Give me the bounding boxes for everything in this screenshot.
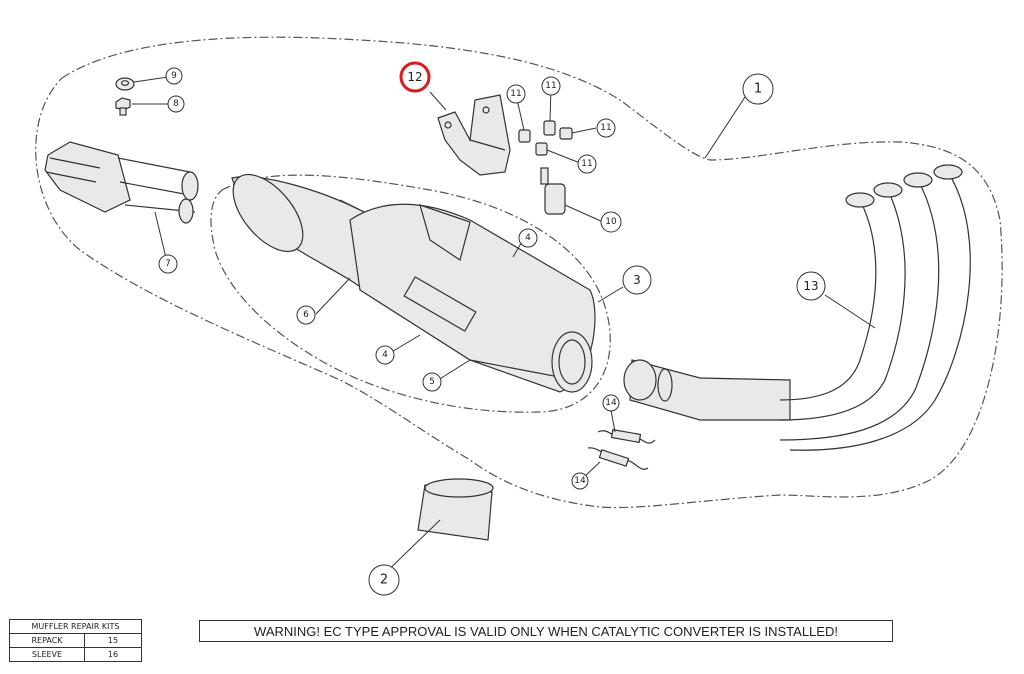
callout-2: 2 [368,564,400,596]
muffler-outline-3 [210,174,611,413]
callout-7: 7 [158,254,178,274]
kit-number: 15 [84,633,142,648]
callout-4-top: 4 [518,228,538,248]
bolt-part-11-b [543,120,556,136]
callout-8: 8 [167,95,185,113]
callout-11-a: 11 [506,84,526,104]
svg-text:8: 8 [173,99,179,109]
svg-text:12: 12 [407,70,422,84]
callout-6: 6 [296,305,316,325]
callout-4-bottom: 4 [375,345,395,365]
callout-11-c: 11 [596,118,616,138]
leader-lines [132,76,876,583]
muffler-repair-kits-table: MUFFLER REPAIR KITS REPACK 15 SLEEVE 16 [9,619,142,662]
bolt-part-11-d [535,142,548,156]
svg-text:13: 13 [803,279,818,293]
callout-5: 5 [422,372,442,392]
svg-text:3: 3 [633,273,641,287]
callout-10: 10 [600,211,622,233]
warning-banner: WARNING! EC TYPE APPROVAL IS VALID ONLY … [199,620,893,642]
bolt-part-11-c [559,127,573,140]
spring-part-14-b [587,447,649,470]
callout-11-d: 11 [577,154,597,174]
callout-13: 13 [796,271,826,301]
svg-text:2: 2 [380,573,388,588]
assembly-outline-1 [35,36,1003,509]
callout-14-bottom: 14 [571,472,589,490]
muffler-body [231,173,596,393]
svg-text:1: 1 [754,82,762,97]
callout-11-b: 11 [541,76,561,96]
kits-table-title-row: MUFFLER REPAIR KITS [9,619,142,634]
svg-text:9: 9 [171,71,177,81]
svg-text:4: 4 [525,233,531,243]
kit-name: REPACK [9,633,85,648]
kit-name: SLEEVE [9,647,85,662]
callout-1: 1 [742,73,774,105]
callout-12-highlighted: 12 [399,61,431,93]
svg-text:11: 11 [600,123,611,133]
kit-number: 16 [84,647,142,662]
svg-text:7: 7 [165,259,171,269]
svg-text:10: 10 [605,217,617,227]
kits-table-row: SLEEVE 16 [9,647,142,662]
link-pipe [623,359,791,421]
warning-text: WARNING! EC TYPE APPROVAL IS VALID ONLY … [254,623,838,639]
spring-part-14-a [597,428,656,444]
header-pipes-part-13 [779,164,971,451]
end-cap-part-7 [44,141,199,224]
kits-table-title: MUFFLER REPAIR KITS [9,619,142,634]
brand-logo-plate [403,276,477,332]
svg-text:6: 6 [303,310,309,320]
kits-table-row: REPACK 15 [9,633,142,648]
callout-14-top: 14 [602,394,620,412]
callout-9: 9 [165,67,183,85]
svg-text:4: 4 [382,350,388,360]
rivet-part-10 [540,167,566,215]
svg-text:14: 14 [605,398,617,408]
svg-text:11: 11 [510,89,521,99]
svg-text:5: 5 [429,377,435,387]
callout-3: 3 [622,265,652,295]
washer-part-9 [115,77,135,91]
svg-text:14: 14 [574,476,586,486]
bracket-part-12 [437,94,511,176]
bolt-part-8 [115,97,131,116]
svg-text:11: 11 [581,159,592,169]
bolt-part-11-a [518,129,531,143]
svg-text:11: 11 [545,81,556,91]
sleeve-part-2 [417,478,494,541]
